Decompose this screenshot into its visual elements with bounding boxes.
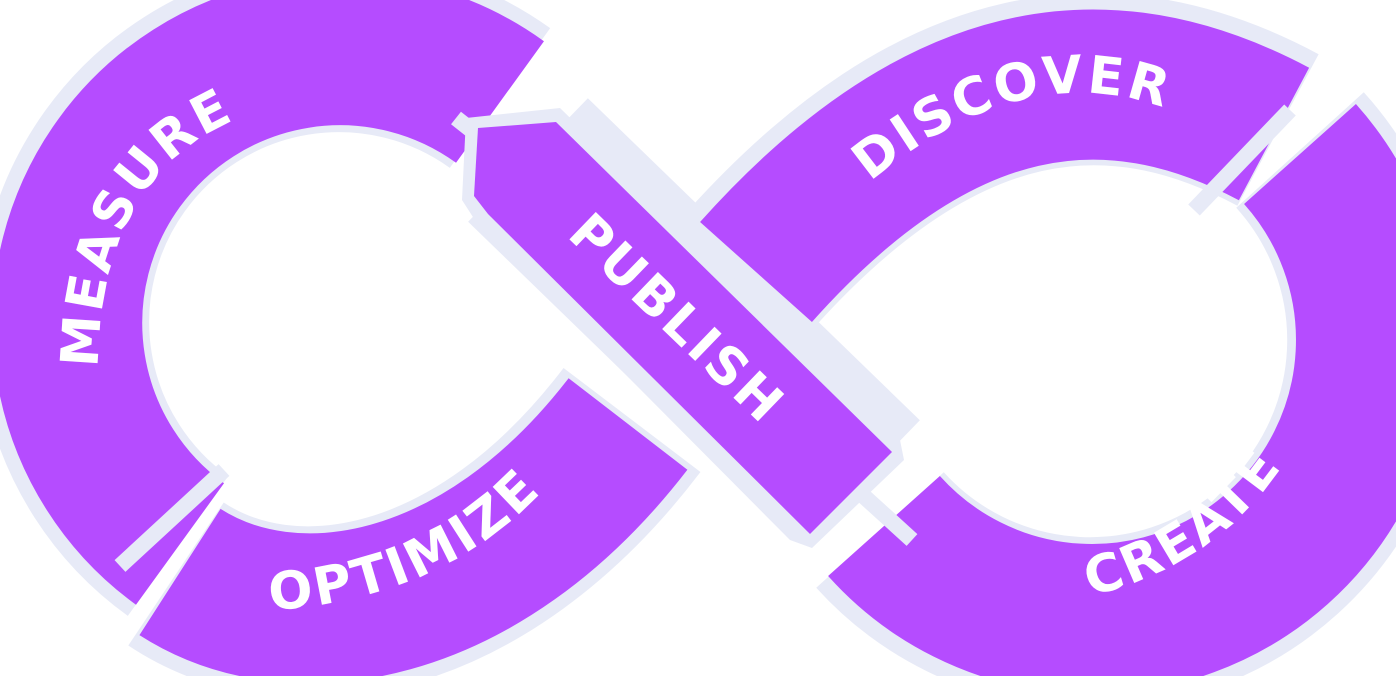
gap-discover-create xyxy=(1188,104,1296,216)
publish-band xyxy=(474,122,892,534)
gap-measure-optimize xyxy=(114,464,230,572)
discover-segment xyxy=(700,9,1310,323)
create-segment xyxy=(828,104,1396,676)
measure-segment xyxy=(0,0,544,605)
publish-segment xyxy=(462,108,904,548)
optimize-segment xyxy=(139,377,688,676)
